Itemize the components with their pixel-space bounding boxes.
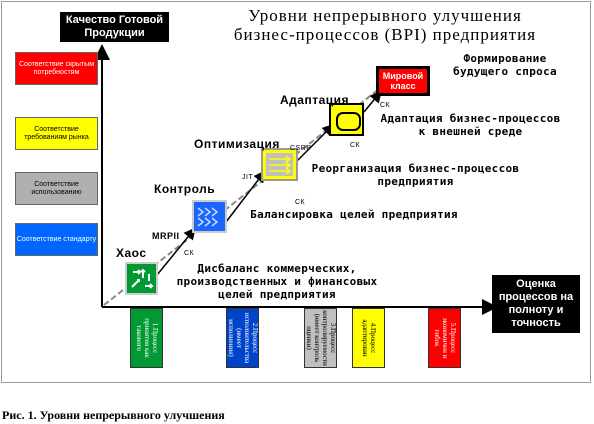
level-optimization-label: Оптимизация: [194, 137, 280, 151]
process-box-3: 3.Процесс контролируемости (имеет контро…: [304, 308, 337, 368]
legend-label: Соответствие использованию: [31, 180, 82, 196]
title-line-2: бизнес-процессов (BPI) предприятия: [233, 25, 537, 44]
process-label: 1.Процесс принятия как такового: [134, 318, 159, 358]
desc-world-class: Формирование будущего спроса: [453, 52, 557, 78]
x-axis-label: Оценка процессов на полноту и точность: [492, 275, 580, 333]
tag-ck-3: СК: [350, 142, 361, 149]
tag-ck-2: СК: [295, 199, 306, 206]
figure-caption: Рис. 1. Уровни непрерывного улучшения: [2, 408, 225, 422]
tag-ck-4: СК: [380, 102, 391, 109]
tag-jit: JIT: [242, 174, 254, 181]
process-box-4: 4.Процесс адаптирован: [352, 308, 385, 368]
level-chaos-label: Хаос: [116, 246, 147, 260]
step-arrow-3: [295, 123, 335, 163]
step-arrow-1: [156, 227, 196, 276]
legend-item-usage: Соответствие использованию: [15, 172, 98, 205]
legend-label: Соответствие стандарту: [16, 235, 97, 243]
process-box-2: 2.Процесс исполнительства (имеет исполне…: [226, 308, 259, 368]
process-label: 5.Процесс экономичен и гибок: [432, 317, 457, 359]
level-control-label: Контроль: [154, 182, 216, 196]
step-arrow-2: [225, 170, 266, 223]
level-chaos-icon: [125, 262, 158, 295]
legend-item-hidden-needs: Соответствие скрытым потребностям: [15, 52, 98, 85]
process-label: 3.Процесс контролируемости (имеет контро…: [304, 310, 337, 366]
process-box-5: 5.Процесс экономичен и гибок: [428, 308, 461, 368]
legend-label: Соответствие требованиям рынка: [24, 125, 89, 141]
y-axis-label: Качество Готовой Продукции: [60, 12, 169, 42]
tag-csrp: CSRP: [290, 145, 312, 152]
level-control-icon: [192, 200, 227, 233]
desc-chaos: Дисбаланс коммерческих, производственных…: [176, 262, 378, 301]
process-box-1: 1.Процесс принятия как такового: [130, 308, 163, 368]
level-optimization-icon: [261, 148, 298, 181]
process-label: 4.Процесс адаптирован: [360, 319, 377, 357]
legend-item-standard: Соответствие стандарту: [15, 223, 98, 256]
title-line-1: Уровни непрерывного улучшения: [248, 6, 522, 25]
level-adaptation-icon: [329, 103, 364, 136]
tag-mrpii: MRPII: [152, 231, 180, 241]
process-label: 2.Процесс исполнительства (имеет исполне…: [226, 312, 259, 364]
desc-adaptation: Адаптация бизнес-процессов к внешней сре…: [380, 112, 561, 138]
legend-label: Соответствие скрытым потребностям: [18, 60, 95, 76]
step-arrow-4: [363, 90, 382, 113]
legend-item-market: Соответствие требованиям рынка: [15, 117, 98, 150]
diagram-title: Уровни непрерывного улучшения бизнес-про…: [205, 6, 565, 44]
level-adaptation-label: Адаптация: [280, 93, 350, 107]
desc-control: Балансировка целей предприятия: [250, 208, 458, 221]
level-world-class-box: Мировой класс: [376, 66, 430, 96]
tag-ck-1: СК: [184, 250, 195, 257]
desc-optimization: Реорганизация бизнес-процессов предприят…: [311, 162, 520, 188]
diagram-frame: [1, 1, 591, 383]
